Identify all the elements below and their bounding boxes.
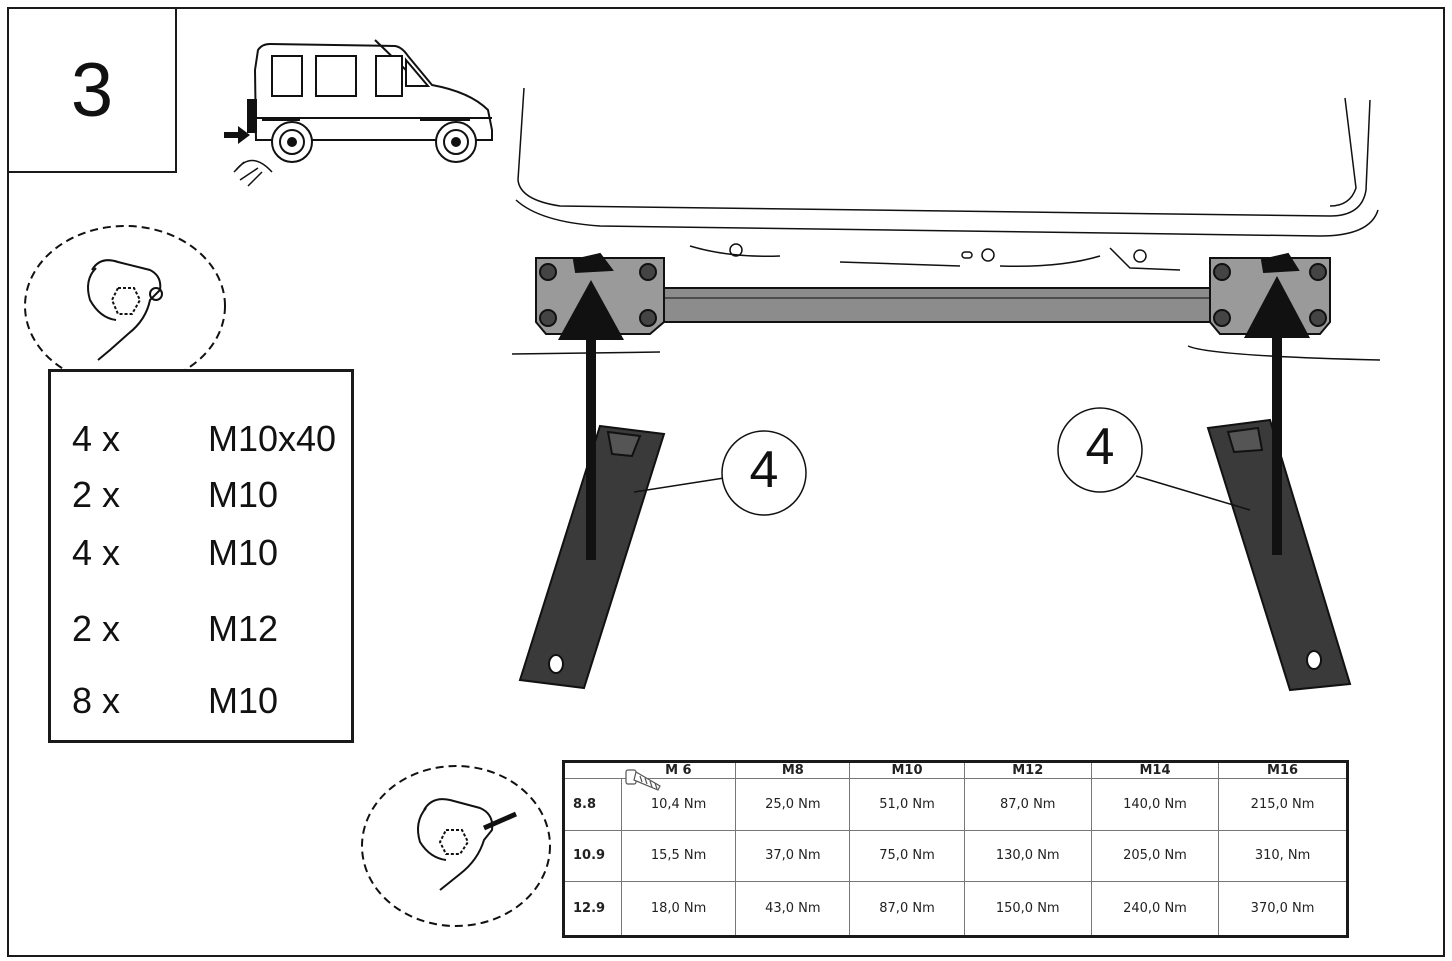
torque-cell: 130,0 Nm bbox=[963, 829, 1092, 883]
table-row: 8.8 10,4 Nm 25,0 Nm 51,0 Nm 87,0 Nm 140,… bbox=[563, 778, 1348, 831]
torque-cell: 240,0 Nm bbox=[1090, 881, 1220, 937]
up-arrow-left bbox=[558, 280, 624, 560]
torque-cell: 370,0 Nm bbox=[1218, 881, 1348, 937]
page-frame bbox=[7, 7, 1445, 957]
torque-hand-icon bbox=[361, 765, 551, 927]
torque-cell: 10,4 Nm bbox=[620, 778, 737, 831]
grade-cell: 12.9 bbox=[563, 881, 622, 937]
callout-number-right: 4 bbox=[1085, 418, 1115, 476]
callout-right bbox=[1057, 407, 1251, 511]
column-header: M12 bbox=[963, 761, 1092, 779]
table-row: 10.9 15,5 Nm 37,0 Nm 75,0 Nm 130,0 Nm 20… bbox=[563, 829, 1348, 883]
bolt-header-icon bbox=[563, 761, 622, 779]
torque-cell: 15,5 Nm bbox=[620, 829, 737, 883]
torque-cell: 150,0 Nm bbox=[963, 881, 1092, 937]
table-row: 12.9 18,0 Nm 43,0 Nm 87,0 Nm 150,0 Nm 24… bbox=[563, 881, 1348, 937]
part-size: M10 bbox=[208, 680, 279, 721]
column-header: M10 bbox=[849, 761, 965, 779]
column-header: M16 bbox=[1218, 761, 1348, 779]
part-row: 4 x M10 bbox=[56, 532, 356, 576]
torque-cell: 87,0 Nm bbox=[963, 778, 1092, 831]
column-header: M8 bbox=[735, 761, 851, 779]
torque-cell: 43,0 Nm bbox=[735, 881, 851, 937]
part-row: 4 x M10x40 bbox=[56, 418, 356, 462]
part-size: M10x40 bbox=[208, 418, 337, 459]
part-row: 2 x M10 bbox=[56, 474, 356, 518]
parts-list bbox=[48, 369, 354, 743]
torque-header-row: M 6 M8 M10 M12 M14 M16 bbox=[563, 761, 1348, 779]
part-qty: 2 x bbox=[71, 474, 120, 515]
grade-cell: 8.8 bbox=[563, 778, 622, 831]
grade-cell: 10.9 bbox=[563, 829, 622, 883]
part-qty: 4 x bbox=[71, 418, 120, 459]
hand-tighten-icon bbox=[24, 225, 226, 387]
torque-cell: 18,0 Nm bbox=[620, 881, 737, 937]
torque-cell: 51,0 Nm bbox=[849, 778, 965, 831]
torque-cell: 37,0 Nm bbox=[735, 829, 851, 883]
step-number: 3 bbox=[70, 47, 114, 133]
callout-left bbox=[633, 430, 807, 516]
torque-cell: 310, Nm bbox=[1218, 829, 1348, 883]
part-qty: 2 x bbox=[71, 608, 120, 649]
arrow-icon bbox=[224, 126, 250, 144]
torque-cell: 75,0 Nm bbox=[849, 829, 965, 883]
torque-cell: 140,0 Nm bbox=[1090, 778, 1220, 831]
eye-icon bbox=[233, 159, 273, 187]
part-size: M10 bbox=[208, 474, 279, 515]
column-header: M 6 bbox=[621, 761, 737, 779]
part-qty: 8 x bbox=[71, 680, 120, 721]
part-size: M12 bbox=[208, 608, 279, 649]
part-row: 2 x M12 bbox=[56, 608, 356, 652]
column-header: M14 bbox=[1090, 761, 1220, 779]
part-qty: 4 x bbox=[71, 532, 120, 573]
torque-cell: 215,0 Nm bbox=[1218, 778, 1348, 831]
part-row: 8 x M10 bbox=[56, 680, 356, 724]
torque-cell: 25,0 Nm bbox=[735, 778, 851, 831]
crossbar bbox=[535, 252, 1331, 335]
callout-number-left: 4 bbox=[749, 441, 779, 499]
torque-table: M 6 M8 M10 M12 M14 M16 8.8 10,4 Nm 25,0 … bbox=[562, 760, 1349, 938]
van-icon bbox=[247, 39, 493, 163]
torque-cell: 205,0 Nm bbox=[1090, 829, 1220, 883]
torque-cell: 87,0 Nm bbox=[849, 881, 965, 937]
part-size: M10 bbox=[208, 532, 279, 573]
step-box: 3 bbox=[7, 7, 177, 173]
up-arrow-right bbox=[1244, 276, 1310, 555]
